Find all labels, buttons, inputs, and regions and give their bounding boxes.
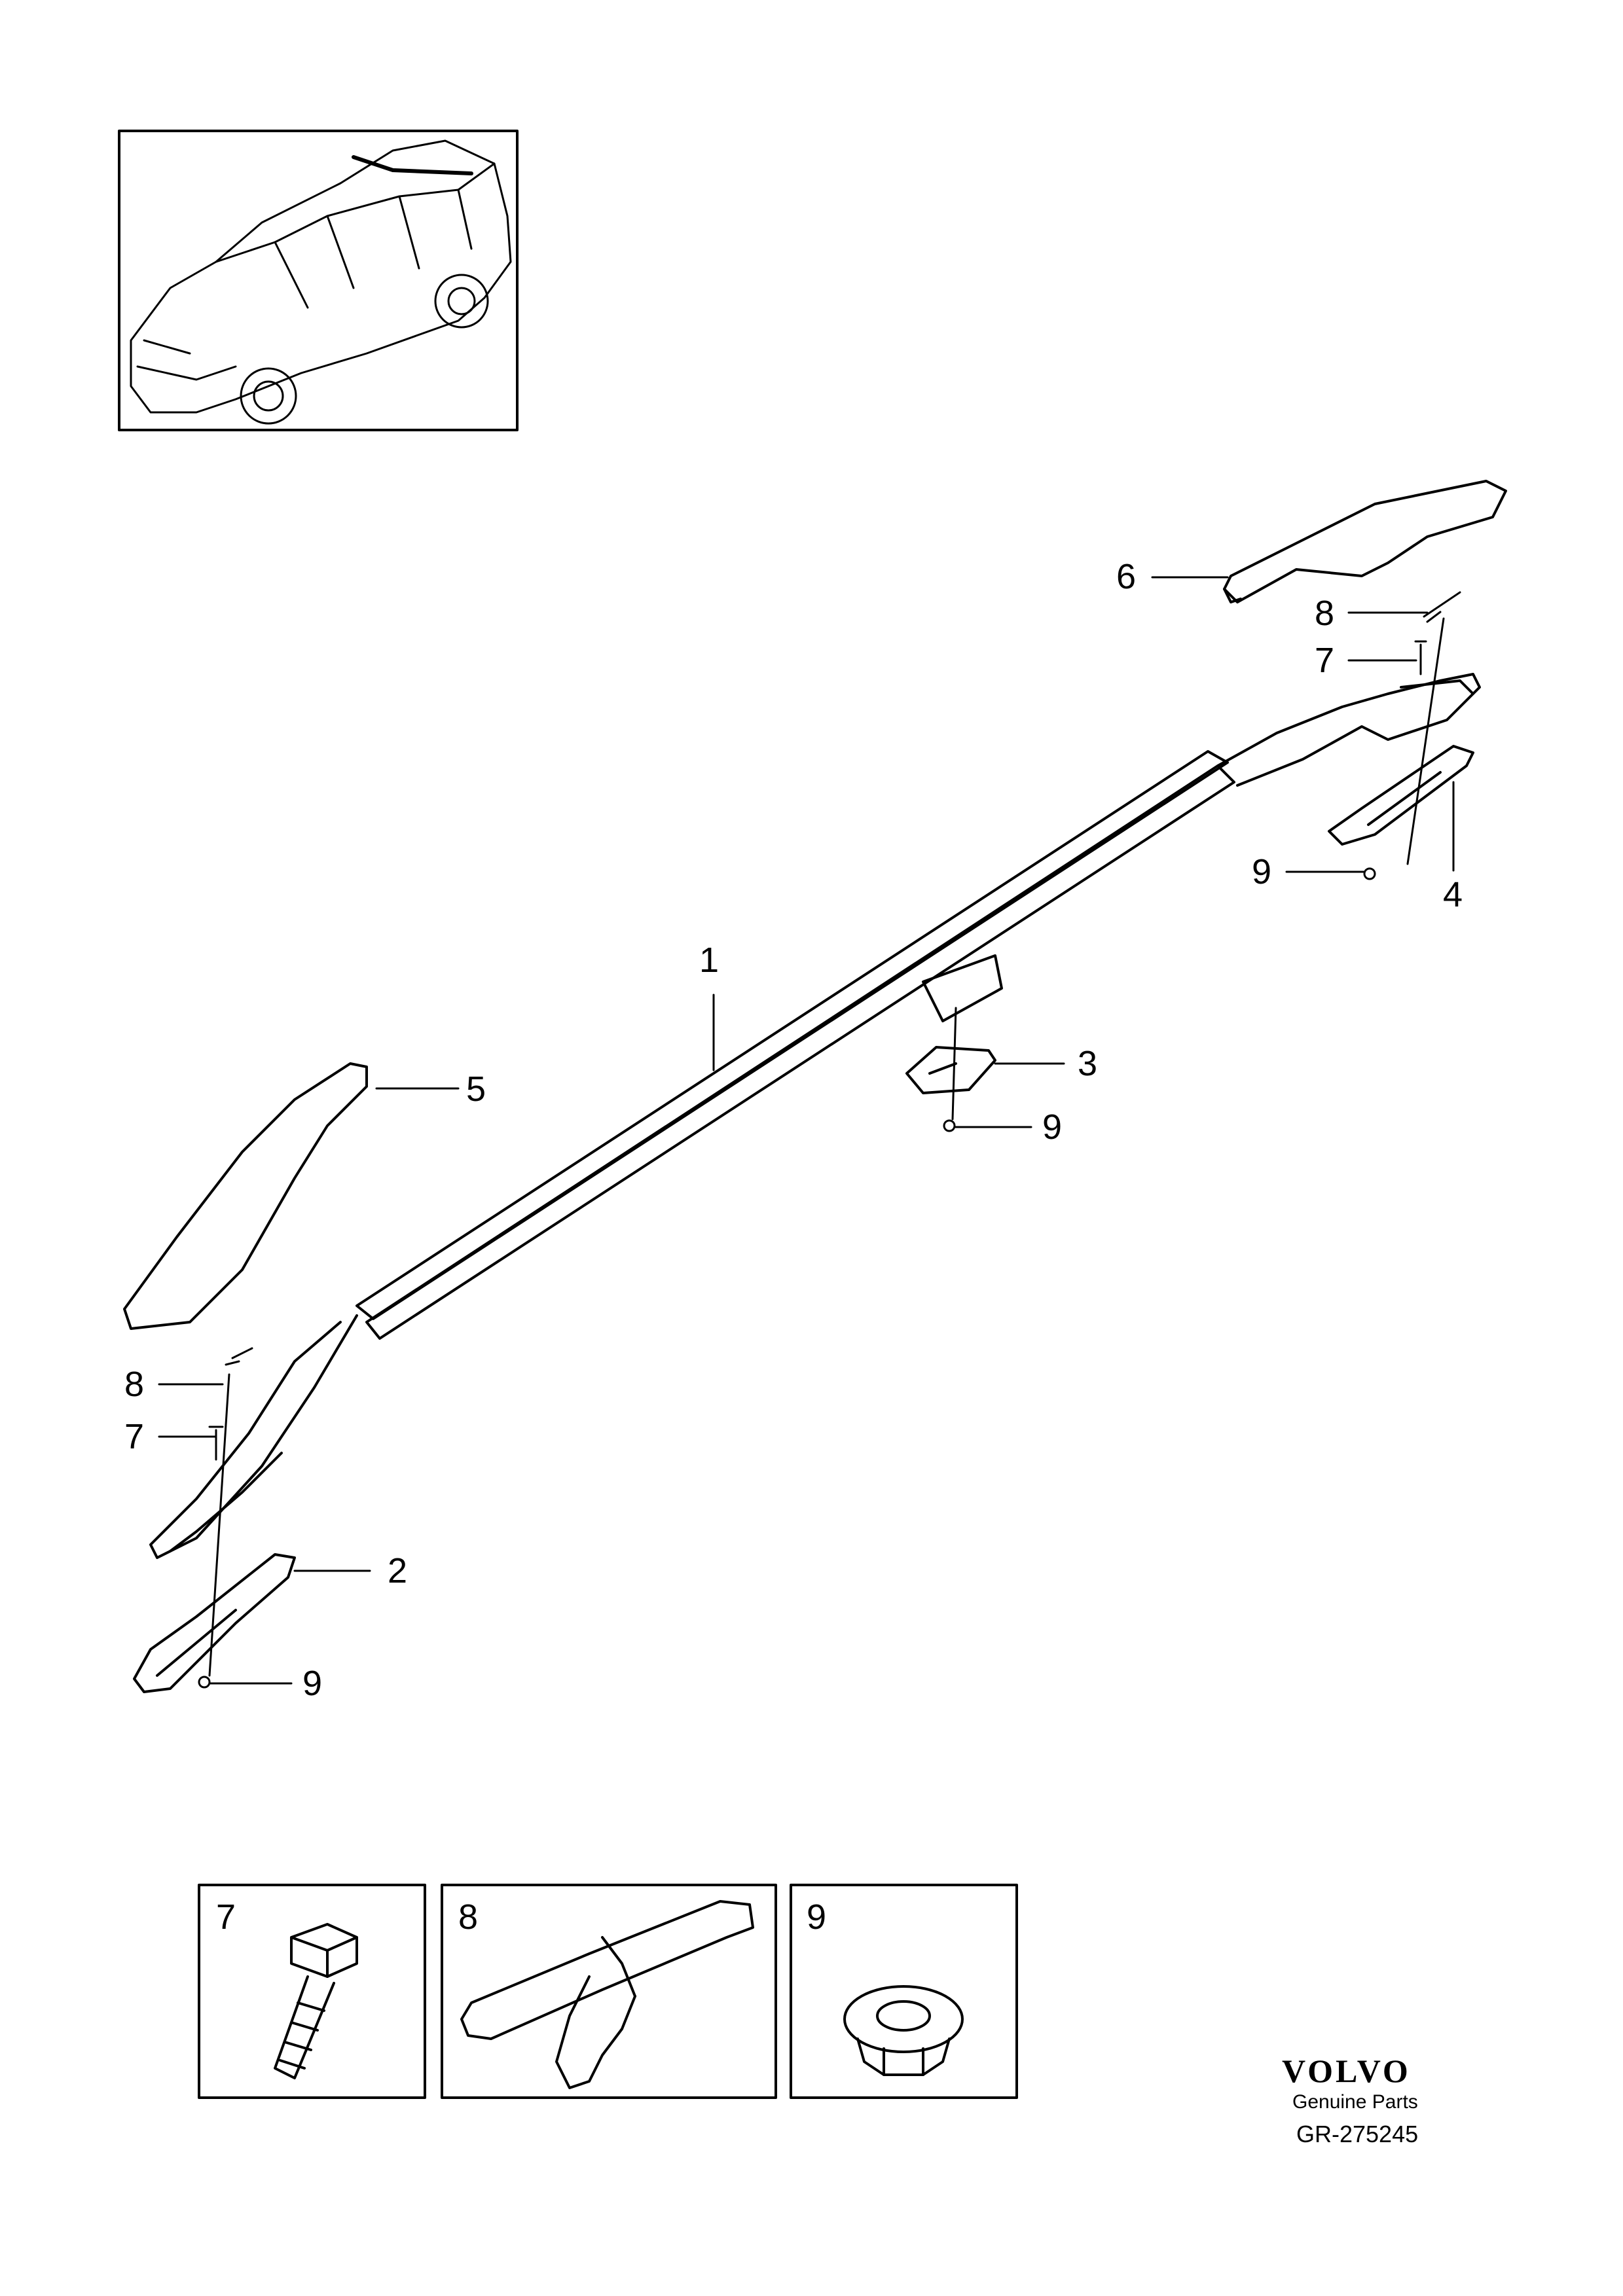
callout-6: 6: [1116, 557, 1137, 596]
callout-1: 1: [699, 941, 720, 980]
front-bracket: [133, 1553, 296, 1693]
callout-3: 3: [1078, 1044, 1098, 1083]
vehicle-thumbnail: [118, 130, 519, 431]
callout-8-front: 8: [124, 1365, 145, 1404]
detail-box-8: [441, 1884, 777, 2099]
detail-label-7: 7: [216, 1897, 236, 1937]
callout-9-front: 9: [302, 1664, 323, 1703]
clip-detail: [460, 1900, 754, 2089]
callout-9-middle: 9: [1042, 1107, 1063, 1147]
callout-8-rear: 8: [1315, 594, 1335, 633]
callout-5: 5: [466, 1069, 486, 1109]
brand-logo: VOLVO: [1282, 2053, 1411, 2089]
middle-bracket: [905, 1046, 996, 1094]
nut-detail: [843, 1985, 964, 2076]
rear-end-cap: [1223, 480, 1507, 603]
detail-label-9: 9: [807, 1897, 827, 1937]
roof-rail: [149, 673, 1481, 1559]
bolt-detail: [274, 1923, 358, 2079]
diagram-reference: GR-275245: [1296, 2121, 1419, 2147]
callout-9-rear: 9: [1252, 852, 1272, 891]
detail-label-8: 8: [458, 1897, 479, 1937]
callout-7-front: 7: [124, 1417, 145, 1456]
detail-box-7: [198, 1884, 426, 2099]
front-end-cap: [123, 1062, 368, 1330]
callout-2: 2: [388, 1551, 408, 1590]
brand-subtitle: Genuine Parts: [1292, 2091, 1418, 2113]
callout-4: 4: [1443, 875, 1463, 914]
callout-7-rear: 7: [1315, 641, 1335, 680]
detail-box-9: [790, 1884, 1018, 2099]
rear-bracket: [1328, 745, 1474, 846]
